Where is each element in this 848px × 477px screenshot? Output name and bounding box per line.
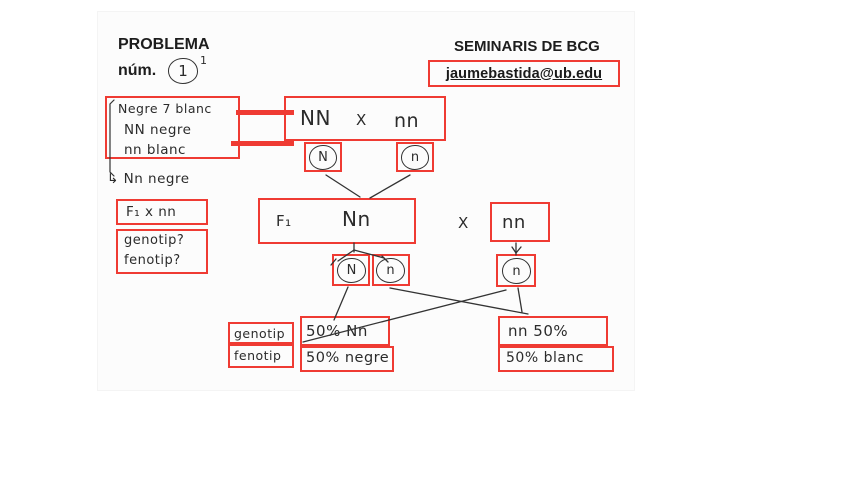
result-phenotype-right: 50% blanc (506, 350, 584, 366)
f1-box (258, 198, 416, 244)
premises-box (105, 96, 240, 159)
parent-genotype-right: nn (394, 110, 420, 132)
parental-cross-box (284, 96, 446, 141)
question-cross-label: F₁ x nn (126, 204, 177, 220)
result-phenotype-label-box (228, 344, 294, 368)
result-phenotype-label: fenotip (234, 347, 282, 363)
problem-superscript: 1 (200, 54, 208, 67)
email-box[interactable]: jaumebastida@ub.edu (428, 60, 620, 87)
connector-bar-bottom (231, 141, 294, 146)
parental-cross-operator: X (356, 111, 367, 129)
parent-genotype-left: NN (300, 106, 331, 130)
parental-gamete-left-value: N (318, 150, 328, 165)
result-phenotype-right-box (498, 346, 614, 372)
connector-bar-top (236, 110, 294, 115)
question-asks-box (116, 229, 208, 274)
parental-gamete-left-box (304, 142, 342, 172)
scanned-worksheet: PROBLEMA núm. 1 1 SEMINARIS DE BCG jaume… (98, 12, 634, 390)
f1-gamete-left-value: N (346, 263, 357, 278)
f1-partner-box (490, 202, 550, 242)
seminar-title: SEMINARIS DE BCG (454, 38, 600, 55)
problem-number-circle: 1 (168, 58, 198, 84)
result-phenotype-left-box (300, 346, 394, 372)
f1-gamete-right-circle: n (376, 258, 405, 283)
partner-gamete-circle: n (502, 258, 531, 284)
parental-gamete-left-circle: N (309, 145, 337, 170)
result-genotype-label-box (228, 322, 294, 344)
page-title: PROBLEMA (118, 36, 210, 53)
f1-gamete-right-box (372, 254, 410, 286)
result-genotype-label: genotip (234, 325, 286, 341)
problem-number-label: núm. (118, 62, 157, 79)
email-address[interactable]: jaumebastida@ub.edu (445, 65, 603, 82)
f1-gamete-left-circle: N (337, 258, 366, 283)
premise-dominance: Negre 7 blanc (118, 100, 212, 116)
f1-generation-label: F₁ (276, 212, 292, 230)
question-genotype: genotip? (124, 232, 185, 248)
f1-gamete-right-value: n (386, 263, 395, 278)
f1-cross-operator: X (458, 214, 469, 232)
result-genotype-right: nn 50% (508, 322, 569, 340)
parental-gamete-right-circle: n (401, 145, 429, 170)
f1-genotype: Nn (342, 207, 371, 231)
premise-genotype-black: NN negre (124, 122, 192, 138)
result-genotype-left: 50% Nn (306, 322, 368, 340)
question-phenotype: fenotip? (124, 252, 181, 268)
premise-genotype-white: nn blanc (124, 142, 186, 158)
parental-gamete-right-value: n (410, 150, 420, 165)
f1-partner-genotype: nn (502, 211, 526, 233)
result-phenotype-left: 50% negre (306, 350, 390, 366)
partner-gamete-value: n (512, 263, 521, 279)
question-cross-box (116, 199, 208, 225)
parental-gamete-right-box (396, 142, 434, 172)
problem-number-value: 1 (178, 62, 188, 80)
premise-derived-heterozygote: ↳ Nn negre (107, 171, 190, 187)
